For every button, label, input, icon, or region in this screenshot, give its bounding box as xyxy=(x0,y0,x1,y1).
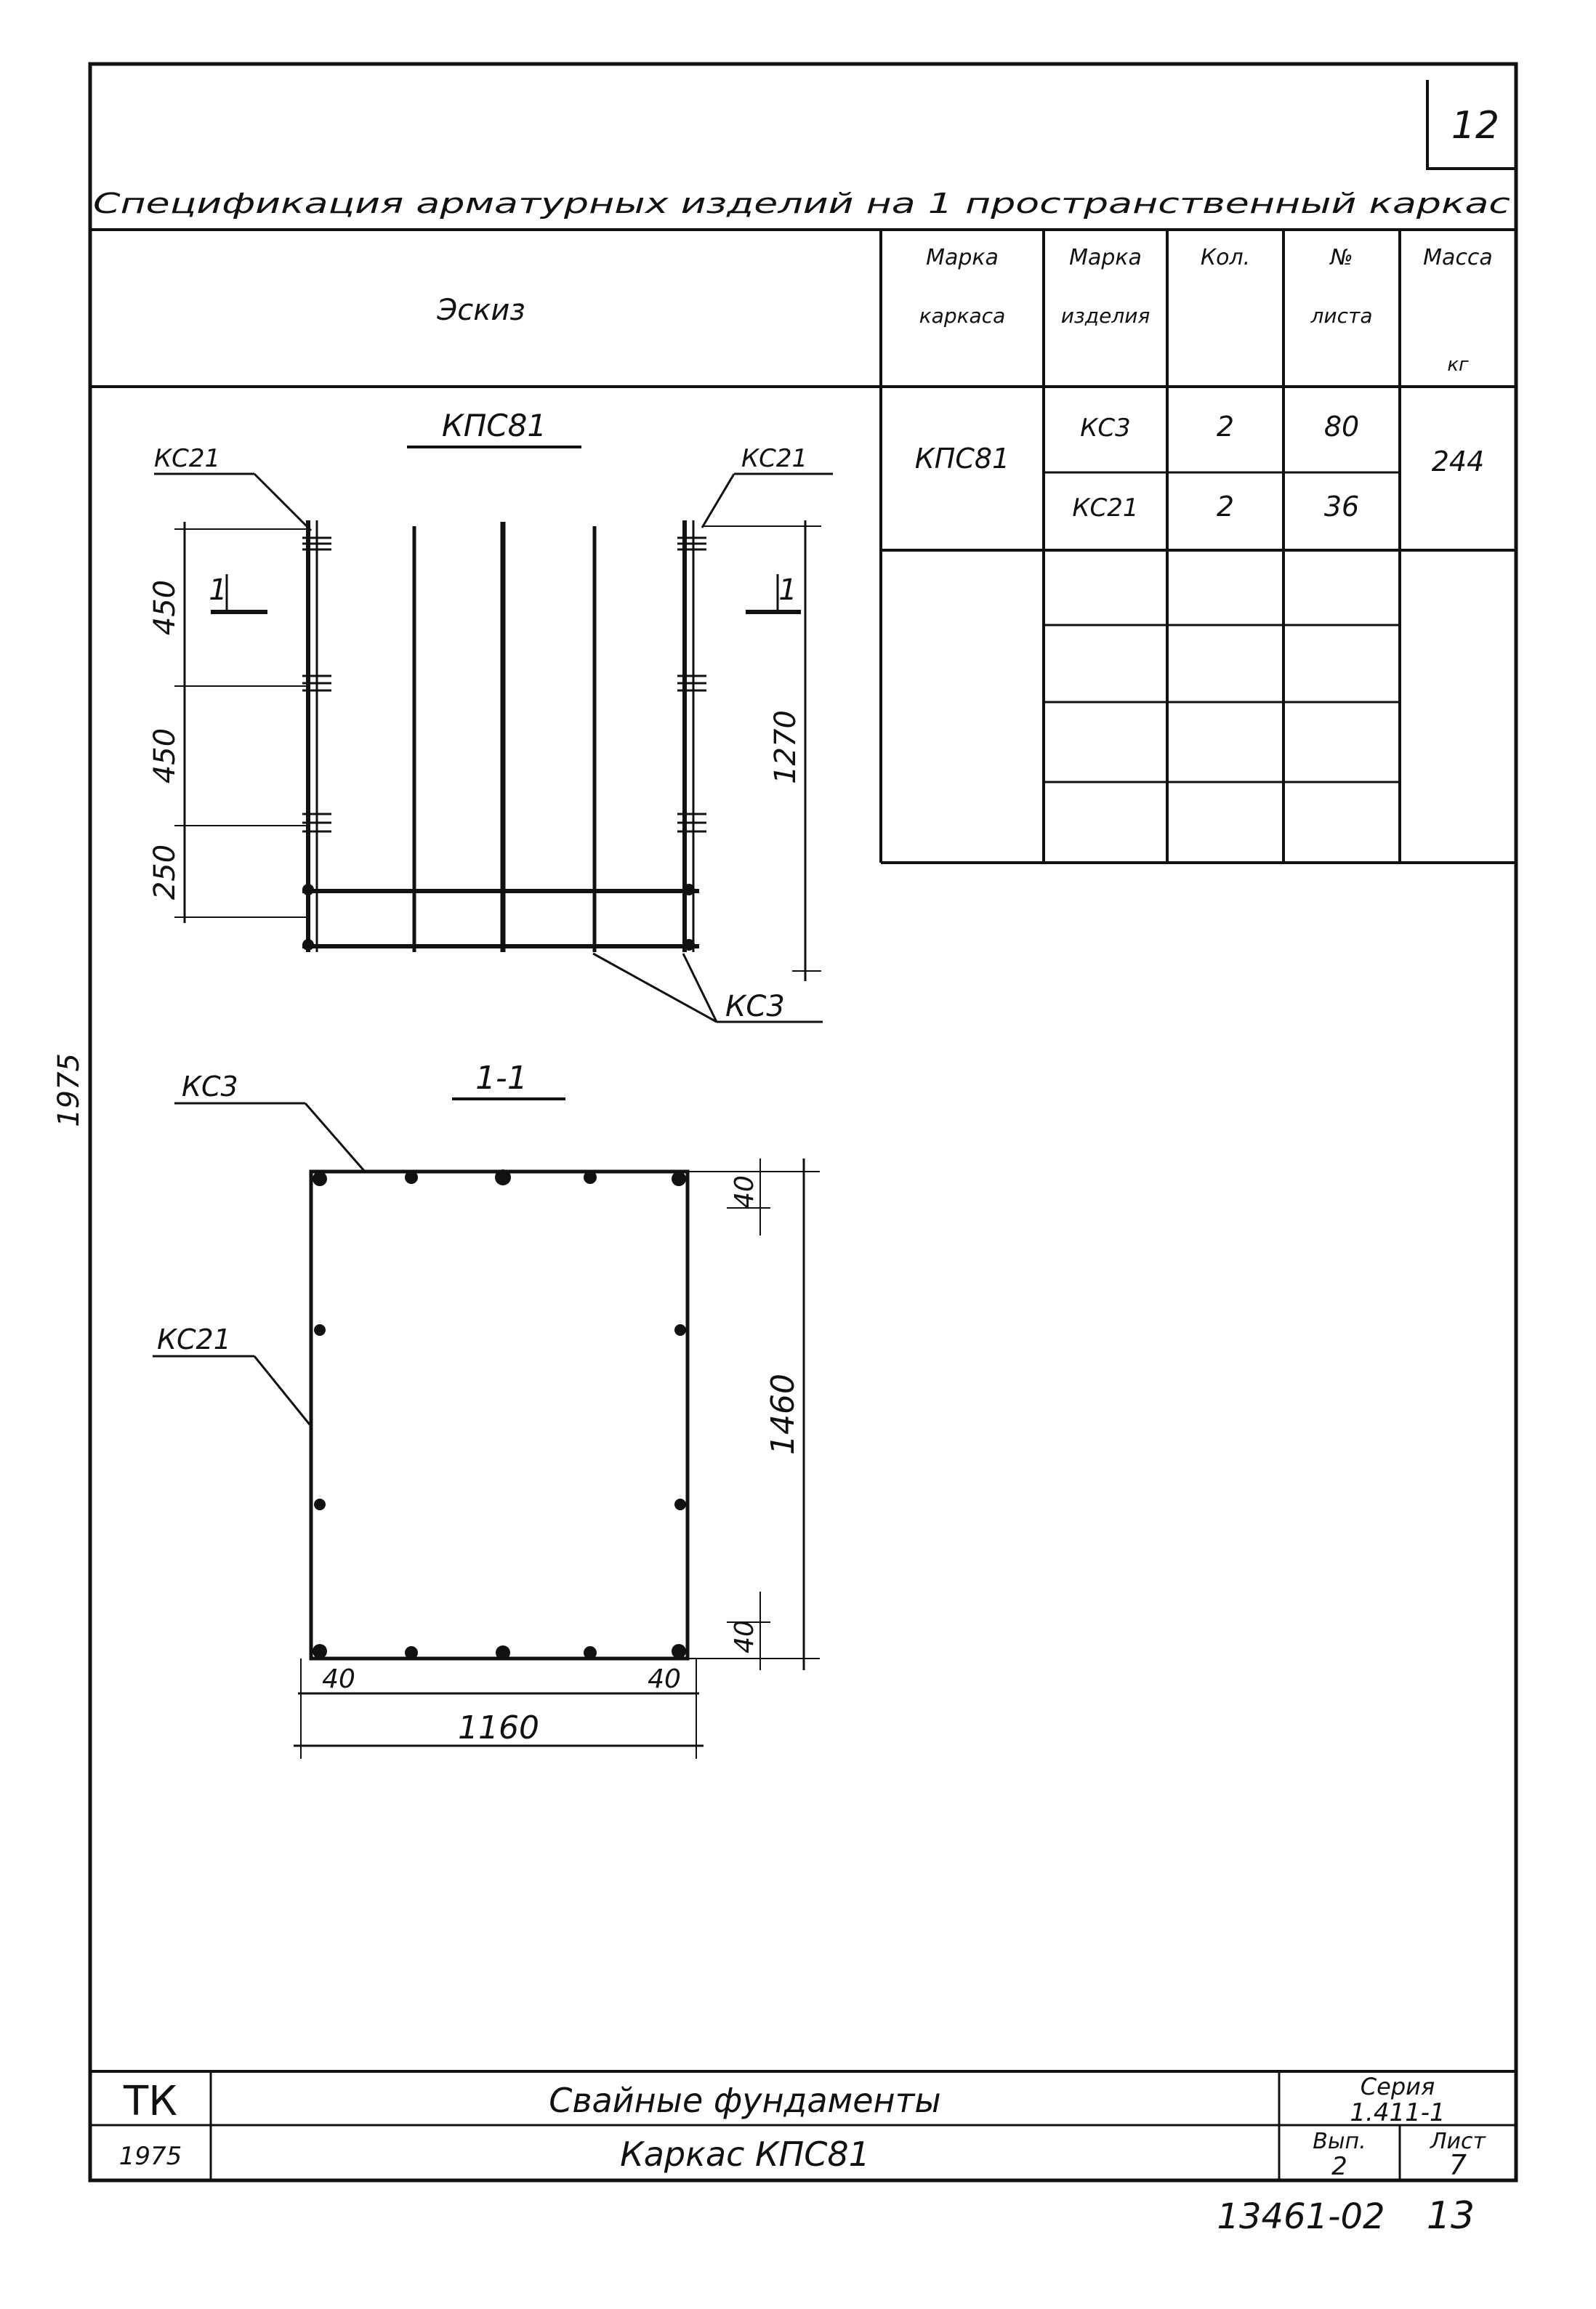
tb-series-value: 1.411-1 xyxy=(1350,2098,1445,2127)
header-frame-mark-1: Марка xyxy=(926,245,999,270)
section-title: 1-1 xyxy=(475,1060,528,1097)
section-dim-width: 1160 xyxy=(458,1709,539,1746)
elevation-leader-bottom-2 xyxy=(682,953,718,1023)
archive-page: 13 xyxy=(1427,2194,1475,2238)
section-mark-right: 1 xyxy=(778,573,797,607)
tb-subtitle: Каркас КПС81 xyxy=(620,2135,870,2174)
section-dim-left-cover: 40 xyxy=(322,1664,355,1694)
elevation-title: КПС81 xyxy=(442,408,547,443)
sheet-frame xyxy=(88,62,1518,2183)
dim-1270: 1270 xyxy=(769,710,802,784)
section-leader-top xyxy=(304,1103,366,1172)
cell-sheet-1: 80 xyxy=(1324,411,1359,443)
dim-450-mid: 450 xyxy=(148,728,182,783)
section-label-top: КС3 xyxy=(182,1071,238,1103)
tb-title: Свайные фундаменты xyxy=(549,2081,940,2120)
header-frame-mark-2: каркаса xyxy=(919,304,1005,328)
header-item-mark-2: изделия xyxy=(1061,304,1150,328)
section-view: 1-1 КС3 КС21 40 1460 40 40 40 xyxy=(153,1060,820,1759)
section-dim-bottom-cover: 40 xyxy=(730,1620,759,1653)
header-sheet-2: листа xyxy=(1310,304,1373,328)
elevation-label-right: КС21 xyxy=(741,444,807,473)
section-outline xyxy=(309,1169,690,1661)
tb-sheet-value: 7 xyxy=(1449,2149,1467,2181)
tb-issue-label: Вып. xyxy=(1313,2129,1366,2154)
elevation-leader-left xyxy=(253,472,313,532)
elevation-view: КПС81 КС21 КС21 xyxy=(148,408,833,1023)
elevation-label-left: КС21 xyxy=(154,444,220,473)
ties-right xyxy=(677,536,706,833)
header-qty: Кол. xyxy=(1201,245,1250,270)
cell-qty-1: 2 xyxy=(1217,411,1234,443)
section-dim-right-cover: 40 xyxy=(648,1664,681,1694)
dim-250: 250 xyxy=(148,845,182,900)
header-item-mark-1: Марка xyxy=(1069,245,1142,270)
header-sheet-1: № xyxy=(1329,245,1353,270)
elevation-leader-bottom-1 xyxy=(592,952,717,1023)
node-br-1 xyxy=(683,884,695,895)
page-number-box xyxy=(1426,80,1516,170)
tb-org: ТК xyxy=(123,2078,177,2125)
section-dim-height: 1460 xyxy=(765,1374,802,1455)
header-mass-unit: кг xyxy=(1447,354,1469,376)
section-label-left: КС21 xyxy=(157,1323,231,1355)
title-block: ТК 1975 Свайные фундаменты Каркас КПС81 … xyxy=(90,2070,1516,2181)
cell-item-mark-1: КС3 xyxy=(1080,414,1131,443)
dim-450-top: 450 xyxy=(148,580,182,635)
tb-sheet-label: Лист xyxy=(1430,2129,1487,2154)
node-bl-1 xyxy=(302,884,314,895)
cell-frame-mark: КПС81 xyxy=(915,443,1009,475)
cell-qty-2: 2 xyxy=(1217,491,1234,523)
ties-left xyxy=(302,536,331,833)
cell-item-mark-2: КС21 xyxy=(1072,493,1138,523)
tb-series-label: Серия xyxy=(1361,2073,1435,2100)
elevation-leader-right xyxy=(701,473,735,528)
tb-issue-value: 2 xyxy=(1331,2152,1347,2181)
node-bl-2 xyxy=(302,939,314,951)
node-br-2 xyxy=(683,939,695,951)
section-dim-top-cover: 40 xyxy=(730,1175,759,1209)
spec-title: Спецификация арматурных изделий на 1 про… xyxy=(93,188,1510,219)
section-bars xyxy=(313,1169,686,1660)
cell-mass: 244 xyxy=(1432,446,1485,477)
elevation-label-bottom: КС3 xyxy=(725,990,785,1023)
section-mark-left: 1 xyxy=(209,573,227,607)
header-sketch: Эскиз xyxy=(436,294,525,327)
tb-year: 1975 xyxy=(119,2142,182,2171)
archive-number: 13461-02 xyxy=(1217,2196,1385,2237)
header-mass: Масса xyxy=(1423,245,1493,270)
cell-sheet-2: 36 xyxy=(1324,491,1359,523)
page-number: 12 xyxy=(1451,104,1499,148)
section-leader-left xyxy=(253,1355,311,1425)
margin-year: 1975 xyxy=(52,1053,86,1127)
